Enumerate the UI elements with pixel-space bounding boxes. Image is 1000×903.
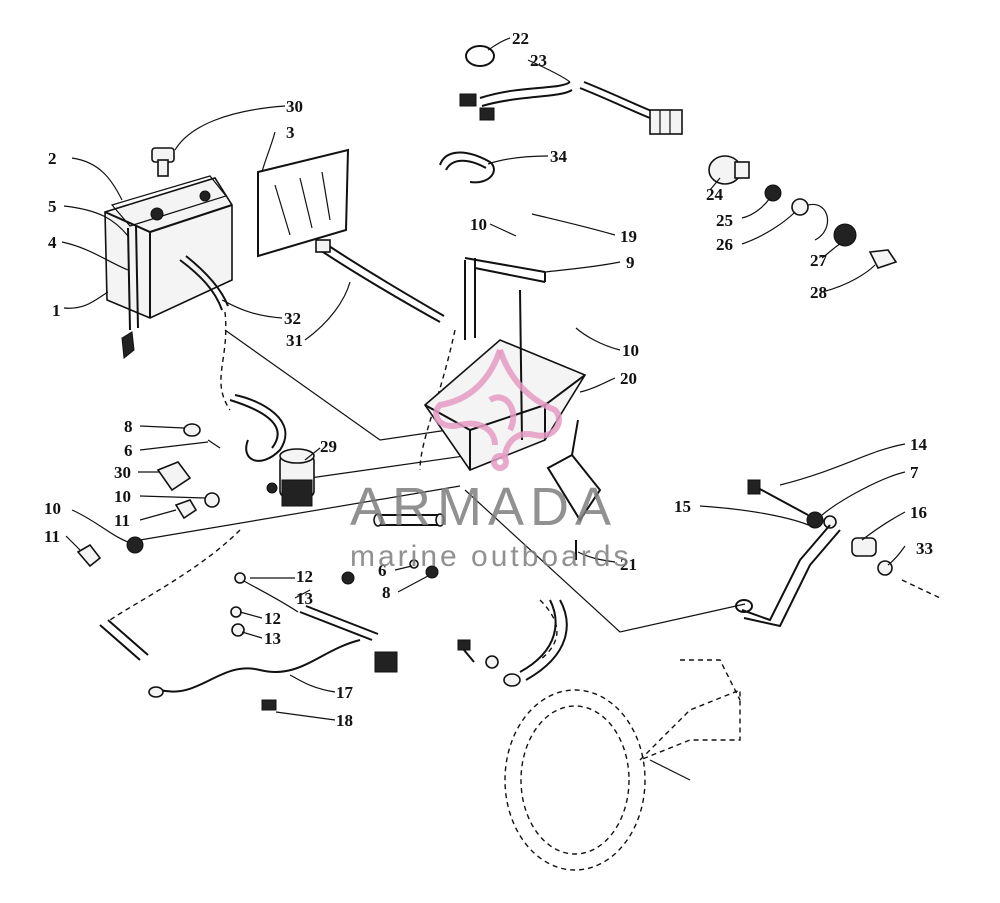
callout-8b: 8	[382, 583, 391, 602]
callout-15: 15	[674, 497, 691, 516]
callout-11a: 11	[114, 511, 130, 530]
hold-down-bracket	[464, 257, 546, 441]
callout-16: 16	[910, 503, 927, 522]
watermark-title: ARMADA	[350, 477, 617, 537]
terminal-bolt	[457, 639, 499, 669]
callout-10c: 10	[470, 215, 487, 234]
callout-27: 27	[810, 251, 828, 270]
callout-13b: 13	[264, 629, 281, 648]
callout-10d: 10	[622, 341, 639, 360]
solenoid	[266, 448, 315, 507]
callout-5: 5	[48, 197, 57, 216]
callout-9: 9	[626, 253, 635, 272]
callout-32: 32	[284, 309, 301, 328]
lower-harness	[99, 579, 398, 711]
callout-23: 23	[530, 51, 547, 70]
sleeve-cable	[373, 513, 445, 527]
callout-26: 26	[716, 235, 733, 254]
watermark-logo	[433, 349, 562, 471]
callout-25: 25	[716, 211, 733, 230]
callout-8a: 8	[124, 417, 133, 436]
callout-20: 20	[620, 369, 637, 388]
callout-7: 7	[910, 463, 919, 482]
callout-28: 28	[810, 283, 827, 302]
callout-1: 1	[52, 301, 61, 320]
callout-30b: 30	[114, 463, 131, 482]
key-switch-harness	[459, 81, 683, 135]
clip-ring	[465, 45, 495, 67]
callout-21: 21	[620, 555, 637, 574]
starter-ring	[504, 659, 741, 871]
mounting-plate	[546, 419, 602, 560]
callout-34: 34	[550, 147, 568, 166]
callout-22: 22	[512, 29, 529, 48]
starter-cable	[503, 599, 568, 687]
callout-31: 31	[286, 331, 303, 350]
callout-12a: 12	[296, 567, 313, 586]
leader-lines	[61, 37, 906, 721]
callout-30a: 30	[286, 97, 303, 116]
small-hardware	[76, 423, 439, 637]
cover-sheet	[257, 148, 350, 258]
callout-29: 29	[320, 437, 337, 456]
mount-bar	[735, 524, 841, 628]
callout-14: 14	[910, 435, 928, 454]
battery-strap	[121, 224, 139, 359]
callout-10b: 10	[44, 499, 61, 518]
coil-cable	[229, 394, 287, 462]
callout-labels: 1 2 3 4 5 6 7 8 9 10 11 12 13 14 15 16 1…	[44, 29, 933, 730]
callout-11b: 11	[44, 527, 60, 546]
callout-3: 3	[286, 123, 295, 142]
callout-19: 19	[620, 227, 637, 246]
callout-10a: 10	[114, 487, 131, 506]
callout-33: 33	[916, 539, 933, 558]
ignition-switch	[708, 155, 898, 269]
callout-12b: 12	[264, 609, 281, 628]
battery-cable-32	[179, 255, 231, 411]
callout-2: 2	[48, 149, 57, 168]
callout-17: 17	[336, 683, 354, 702]
callout-6b: 6	[378, 561, 387, 580]
watermark-subtitle: marine outboards	[350, 540, 631, 573]
cable-tie	[439, 151, 495, 184]
battery-cable-31	[315, 239, 445, 323]
mount-hardware-right	[747, 479, 941, 599]
callout-6a: 6	[124, 441, 133, 460]
watermark: ARMADA marine outboards	[350, 349, 631, 573]
vent-cap	[151, 147, 175, 177]
battery	[104, 175, 233, 319]
callout-24: 24	[706, 185, 724, 204]
callout-13a: 13	[296, 589, 313, 608]
callout-4: 4	[48, 233, 57, 252]
callout-18: 18	[336, 711, 353, 730]
